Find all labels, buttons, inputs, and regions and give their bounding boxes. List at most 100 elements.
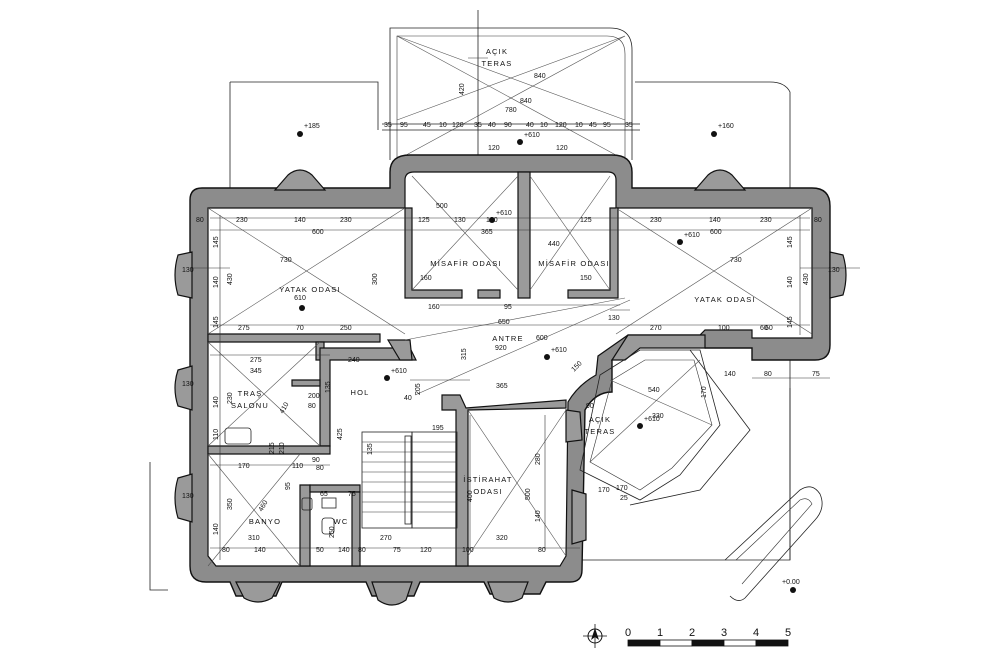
dim-label: 400: [467, 490, 474, 502]
dim-label: 100: [462, 547, 474, 554]
dim-label: 60: [760, 325, 768, 332]
elev-teras-right: +610: [644, 416, 660, 423]
dim-label: 25: [620, 495, 628, 502]
elev-top-right: +160: [718, 123, 734, 130]
dim-label: 140: [213, 523, 220, 535]
room-label-hol: HOL: [350, 388, 369, 397]
dim-label: 320: [496, 535, 508, 542]
dim-label: 80: [222, 547, 230, 554]
dim-label: 45: [423, 122, 431, 129]
dim-label: 170: [616, 485, 628, 492]
dim-label: 230: [227, 392, 234, 404]
dim-label: 35: [474, 122, 482, 129]
dim-label: 145: [213, 316, 220, 328]
dim-label: 230: [760, 217, 772, 224]
room-label-acik-teras-right-2: TERAS: [584, 427, 615, 436]
room-label-misafir-right: MİSAFİR ODASI: [538, 259, 609, 268]
scale-tick-2: 2: [689, 627, 695, 639]
dim-label: 130: [486, 217, 498, 224]
dim-label: 170: [598, 487, 610, 494]
dim-label: 75: [812, 371, 820, 378]
room-label-tras-2: SALONU: [231, 401, 269, 410]
dim-label: 500: [436, 203, 448, 210]
dim-label: 540: [648, 387, 660, 394]
room-label-yatak-left: YATAK ODASI: [279, 285, 341, 294]
dim-label: 170: [701, 386, 708, 398]
dim-label: 145: [213, 236, 220, 248]
dim-label: 210: [279, 442, 286, 454]
dim-label: 250: [329, 526, 336, 538]
dim-label: 140: [709, 217, 721, 224]
dim-label: 140: [294, 217, 306, 224]
dim-label: 90: [312, 457, 320, 464]
dim-label: 600: [536, 335, 548, 342]
dim-label: 840: [520, 98, 532, 105]
dim-label: 130: [182, 493, 194, 500]
elev-marker: +610: [637, 416, 660, 429]
dim-label: 95: [603, 122, 611, 129]
dim-label: 230: [236, 217, 248, 224]
dim-label: 600: [710, 229, 722, 236]
dim-label: 270: [380, 535, 392, 542]
room-label-tras-1: TRAŞ: [238, 389, 263, 398]
elev-yatak-right: +610: [684, 232, 700, 239]
dim-label: 170: [238, 463, 250, 470]
staircase: [361, 431, 458, 529]
dim-label: 70: [296, 325, 304, 332]
elev-yatak-left: 610: [294, 295, 306, 302]
dim-label: 110: [213, 429, 220, 440]
dim-label: 215: [269, 442, 276, 454]
dim-label: 330: [652, 413, 664, 420]
dim-label: 50: [316, 547, 324, 554]
right-terrace: [579, 349, 823, 601]
dim-label: 110: [292, 463, 303, 470]
dim-label: 920: [495, 345, 507, 352]
dim-label: 80: [538, 547, 546, 554]
elev-bottom-right: +0.00: [782, 579, 800, 586]
elev-marker: +185: [297, 123, 320, 137]
dim-label: 240: [348, 357, 360, 364]
dim-label: 160: [428, 304, 440, 311]
dim-label: 65: [320, 491, 328, 498]
room-label-wc: WC: [334, 517, 349, 526]
dim-label: 40: [526, 122, 534, 129]
north-arrow-icon: [583, 624, 607, 648]
dim-label: 600: [312, 229, 324, 236]
dim-label: 40: [488, 122, 496, 129]
dim-label: 45: [589, 122, 597, 129]
dim-label: 300: [372, 273, 379, 285]
dim-label: 500: [525, 488, 532, 500]
room-label-acik-teras-right-1: AÇIK: [589, 415, 611, 424]
dim-label: 365: [496, 383, 508, 390]
dim-label: 10: [439, 122, 447, 129]
dim-label: 420: [459, 83, 466, 95]
elev-teras-top: +610: [524, 132, 540, 139]
dim-label: 430: [227, 273, 234, 285]
dim-label: 10: [540, 122, 548, 129]
dim-label: 730: [280, 257, 292, 264]
dim-label: 100: [718, 325, 730, 332]
dim-label: 120: [488, 145, 500, 152]
dim-label: 80: [316, 465, 324, 472]
scale-tick-5: 5: [785, 627, 791, 639]
elev-marker: +610: [489, 210, 512, 223]
site-outline: [149, 81, 791, 591]
dim-label: 40: [404, 395, 412, 402]
dim-label: 120: [555, 122, 567, 129]
dim-label: 310: [248, 535, 260, 542]
dim-label: 80: [308, 403, 316, 410]
dim-label: 120: [556, 145, 568, 152]
scale-bar: 0 1 2 3 4 5: [625, 627, 791, 647]
dim-label: 120: [452, 122, 464, 129]
dim-label: 250: [340, 325, 352, 332]
dim-label: 315: [461, 348, 468, 360]
top-terrace: [382, 10, 640, 165]
dim-label: 125: [580, 217, 592, 224]
dim-label: 130: [182, 381, 194, 388]
dimension-labels: 35 95 45 10 120 35 40 90 40 10 120 10 45…: [182, 73, 840, 554]
room-label-istirahat-1: İSTİRAHAT: [463, 475, 512, 484]
scale-tick-0: 0: [625, 627, 631, 639]
elev-marker: +160: [711, 123, 734, 137]
dim-label: 460: [258, 499, 270, 513]
